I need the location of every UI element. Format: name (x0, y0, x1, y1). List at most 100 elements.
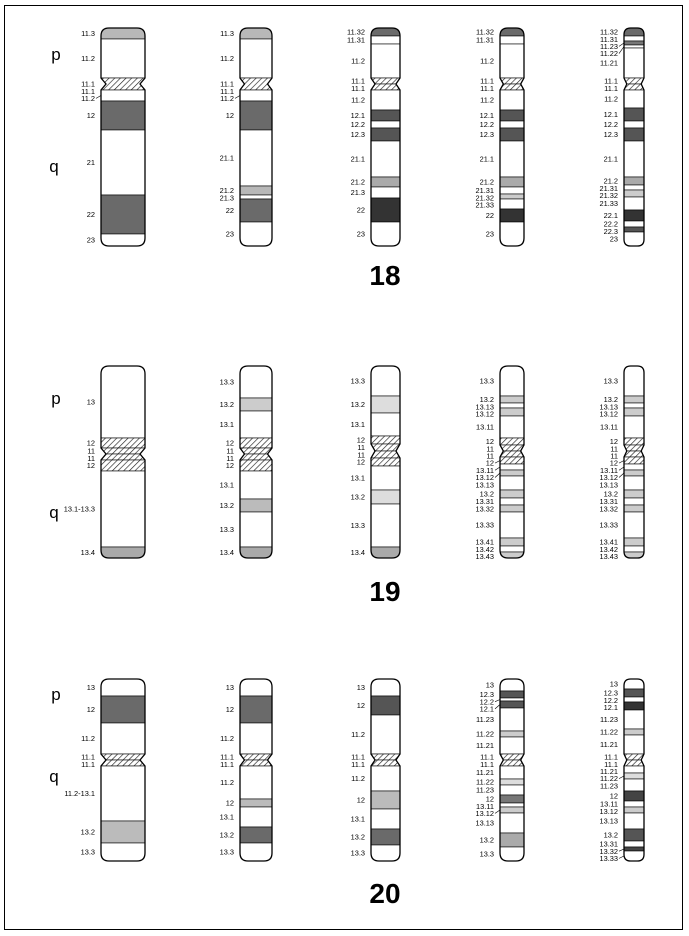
band (371, 412, 400, 437)
band-label: 13.1 (220, 813, 234, 822)
band-label: 13.42 (600, 545, 619, 554)
band (500, 794, 524, 804)
band-label: 11.1 (81, 760, 95, 769)
band-label: 22 (357, 206, 365, 215)
band-label: 12 (610, 792, 618, 801)
band-label: 12 (226, 705, 234, 714)
band (101, 233, 145, 246)
chromosome-outline (100, 365, 146, 559)
band (500, 511, 524, 539)
band-label: 13.2 (351, 400, 365, 409)
band-label: 11 (486, 444, 494, 453)
band-label: 11 (357, 443, 365, 452)
band-label: 12 (226, 439, 234, 448)
band (240, 38, 272, 79)
band-label: 13.2 (604, 395, 618, 404)
band-label: 11.1 (351, 84, 365, 93)
chromosome-outline (623, 678, 645, 862)
arm-label-p: p (51, 685, 60, 704)
band (624, 545, 644, 553)
band-label: 13.3 (351, 521, 365, 530)
band-label: 11.32 (476, 28, 494, 37)
band-label: 21.33 (476, 201, 495, 210)
band-label: 13.2 (480, 490, 494, 499)
band-label: 11.23 (600, 42, 618, 51)
band-label: 13.43 (600, 552, 619, 561)
band-label: 11.2 (220, 94, 234, 103)
band (624, 402, 644, 409)
band (240, 185, 272, 196)
band (624, 107, 644, 122)
band (624, 463, 644, 471)
band (101, 753, 145, 761)
band-label: 21.2 (604, 177, 618, 186)
band-label: 11.1 (81, 753, 95, 762)
band-label: 13.33 (476, 521, 495, 530)
band-label: 13 (87, 398, 95, 407)
band (240, 453, 272, 461)
chromosome-outline (370, 27, 401, 247)
band-label: 13.42 (476, 545, 495, 554)
band-label: 13.3 (351, 849, 365, 858)
band-label: 12 (357, 436, 365, 445)
band (371, 443, 400, 452)
band (101, 28, 145, 40)
band (240, 798, 272, 808)
band (500, 109, 524, 122)
band-label: 11.2 (81, 54, 95, 63)
band (240, 498, 272, 513)
band-label: 12 (87, 111, 95, 120)
band-label: 11 (357, 450, 365, 459)
band-label-leader (618, 46, 625, 54)
band-label: 12.3 (604, 689, 618, 698)
band-label: 13.11 (600, 466, 618, 475)
band-label: 11.2 (351, 774, 365, 783)
band (500, 186, 524, 195)
band (371, 43, 400, 79)
band-label: 11.1 (351, 760, 365, 769)
band-label: 22 (486, 211, 494, 220)
band (500, 812, 524, 834)
band-label: 11.31 (476, 36, 494, 45)
band-label: 12 (610, 459, 618, 468)
chromosome-outline (499, 27, 525, 247)
band-label: 11 (226, 447, 234, 456)
band (101, 453, 145, 461)
band-label: 11.1 (604, 760, 618, 769)
band-label: 23 (226, 230, 234, 239)
band-label: 13.41 (476, 538, 495, 547)
band (240, 842, 272, 861)
chromosome-ideogram: 11.3211.3111.2311.2211.2111.111.111.212.… (600, 27, 645, 247)
band-label: 21.32 (600, 191, 619, 200)
band (240, 221, 272, 246)
band (500, 193, 524, 200)
band-label: 13.12 (600, 807, 619, 816)
chromosome-ideogram: 13.313.213.1313.1213.111211111213.1113.1… (600, 365, 645, 561)
chromosome-ideogram: 11.3211.3111.211.111.111.212.112.212.321… (476, 27, 525, 247)
band (624, 551, 644, 558)
band-label-leader (494, 704, 501, 710)
band-label: 21.1 (480, 155, 494, 164)
band-label: 12 (87, 461, 95, 470)
chromosome-outline (100, 27, 146, 247)
band (240, 447, 272, 455)
band-label: 21.2 (220, 186, 234, 195)
band-label: 11.1 (604, 84, 618, 93)
band-label: 13.41 (600, 538, 619, 547)
band (500, 208, 524, 223)
band (240, 410, 272, 439)
band (624, 504, 644, 513)
chromosome-ideogram: 1312.312.212.111.2311.2211.2111.111.111.… (476, 678, 525, 862)
band (624, 728, 644, 736)
band-label: 12 (87, 439, 95, 448)
band (624, 790, 644, 802)
band-label: 21.1 (604, 155, 618, 164)
band (101, 366, 145, 439)
band-label: 13.2 (220, 400, 234, 409)
band-label: 11.1 (220, 753, 234, 762)
band (624, 176, 644, 186)
band-label: 21.31 (476, 186, 495, 195)
band (240, 194, 272, 200)
